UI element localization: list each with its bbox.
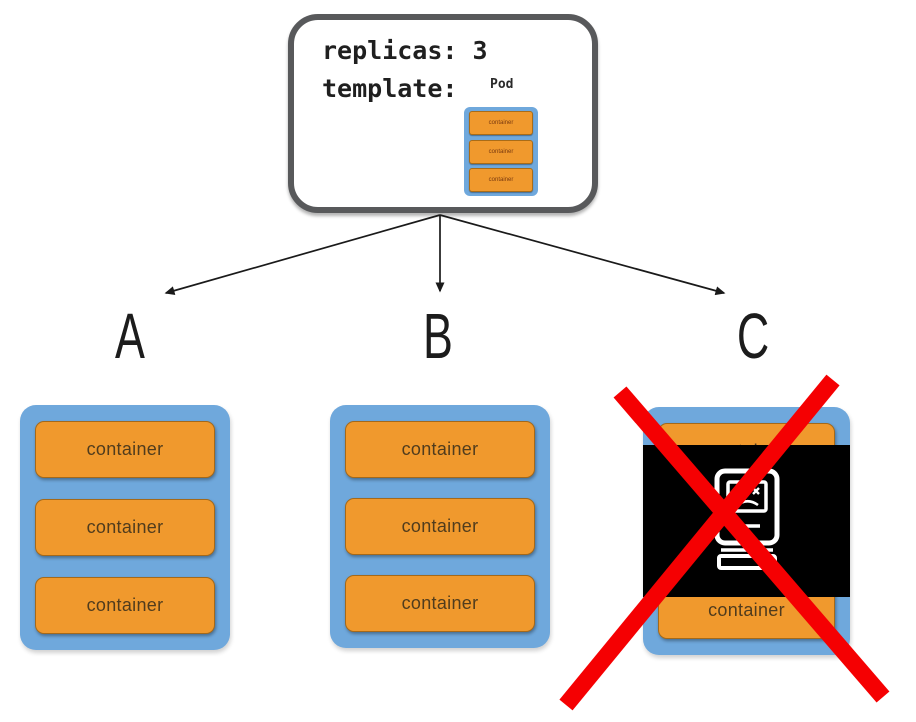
pod-template-thumbnail: container container container — [464, 107, 538, 196]
container-box: container — [35, 421, 215, 478]
container-box: container — [345, 498, 535, 555]
mini-container-box: container — [469, 111, 533, 135]
container-box: container — [345, 575, 535, 632]
template-line: template: — [322, 74, 458, 103]
mini-container-box: container — [469, 168, 533, 192]
pod-label: Pod — [490, 77, 514, 92]
container-box: container — [345, 421, 535, 478]
container-box: container — [35, 577, 215, 634]
replica-label-a: A — [115, 300, 145, 372]
sad-computer-icon — [714, 468, 779, 570]
mini-container-box: container — [469, 139, 533, 164]
arrow-to-replica-a — [164, 214, 441, 296]
pod-c: container container container — [643, 407, 850, 655]
crash-screen-panel — [643, 445, 850, 597]
replicas-line: replicas: 3 — [322, 36, 488, 65]
container-box: container — [35, 499, 215, 556]
replica-label-b: B — [423, 300, 453, 372]
replica-label-c: C — [736, 300, 770, 372]
arrow-to-replica-c — [439, 214, 726, 296]
replicaset-spec-box: replicas: 3 template: Pod container cont… — [288, 14, 598, 213]
pod-b: container container container — [330, 405, 550, 648]
pod-a: container container container — [20, 405, 230, 650]
